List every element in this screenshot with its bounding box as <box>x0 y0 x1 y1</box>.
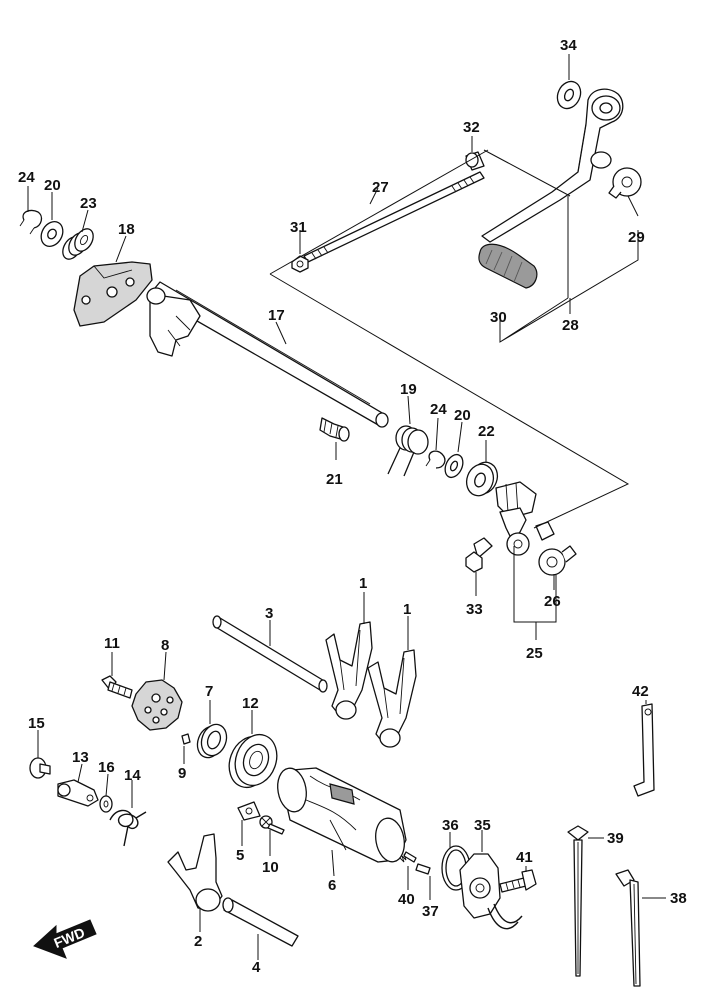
callout-5: 5 <box>236 847 244 864</box>
callout-14: 14 <box>124 767 141 784</box>
part-14-spring <box>109 809 147 847</box>
part-11-bolt <box>101 675 133 699</box>
callout-4: 4 <box>252 959 261 976</box>
callout-3: 3 <box>265 605 273 622</box>
part-20-washer <box>40 221 64 247</box>
part-3-fork-shaft <box>212 615 328 693</box>
callout-1b: 1 <box>403 601 411 618</box>
part-30-footrest-rubber <box>478 243 538 289</box>
part-5-cam-stopper <box>237 801 261 821</box>
arrow-down-left-icon <box>33 919 97 959</box>
part-17-gearshift-shaft <box>146 281 389 428</box>
callout-31: 31 <box>290 219 307 236</box>
callout-24: 24 <box>18 169 35 186</box>
callout-36: 36 <box>442 817 459 834</box>
callout-7: 7 <box>205 683 213 700</box>
callout-22: 22 <box>478 423 495 440</box>
callout-40: 40 <box>398 891 415 908</box>
part-39-cable-tie <box>567 825 589 977</box>
part-7-bearing <box>196 723 228 759</box>
part-29-lever-joint <box>608 167 642 199</box>
callout-23: 23 <box>80 195 97 212</box>
callout-29: 29 <box>628 229 645 246</box>
part-35-gear-position-switch <box>459 853 523 930</box>
part-1-shift-fork-2 <box>367 649 417 748</box>
part-22-oil-seal <box>465 461 499 497</box>
part-40-spring <box>399 851 417 863</box>
part-16-washer <box>99 795 113 813</box>
part-8-gearshift-cam-plate <box>131 679 183 731</box>
callout-39: 39 <box>607 830 624 847</box>
callout-35: 35 <box>474 817 491 834</box>
part-20-washer-2 <box>444 453 464 479</box>
part-41-bolt <box>499 869 537 893</box>
part-21-bolt <box>319 417 350 442</box>
callout-42: 42 <box>632 683 649 700</box>
callout-30: 30 <box>490 309 507 326</box>
part-31-nut <box>291 255 309 273</box>
part-24-circlip <box>19 209 43 235</box>
callout-20b: 20 <box>454 407 471 424</box>
part-32-spacer <box>465 151 485 171</box>
part-15-bolt <box>29 757 51 779</box>
part-4-fork-shaft <box>222 897 299 947</box>
callout-13: 13 <box>72 749 89 766</box>
callout-24b: 24 <box>430 401 447 418</box>
callout-38: 38 <box>670 890 687 907</box>
callout-10: 10 <box>262 859 279 876</box>
part-18-gearshift-arm <box>73 261 153 327</box>
part-42-clamp <box>633 703 655 797</box>
callout-2: 2 <box>194 933 202 950</box>
part-33-bolt <box>465 537 493 573</box>
leader-lines <box>27 54 666 960</box>
callout-12: 12 <box>242 695 259 712</box>
callout-1: 1 <box>359 575 367 592</box>
part-25-gearshift-link <box>495 481 555 541</box>
callout-25: 25 <box>526 645 543 662</box>
part-19-return-spring <box>387 425 429 477</box>
callout-15: 15 <box>28 715 45 732</box>
callout-27: 27 <box>372 179 389 196</box>
part-10-screw <box>259 815 285 835</box>
part-24-circlip-2 <box>425 450 446 469</box>
callout-17: 17 <box>268 307 285 324</box>
part-1-shift-fork <box>325 621 373 720</box>
part-37-pin <box>415 863 431 875</box>
callout-33: 33 <box>466 601 483 618</box>
callout-6: 6 <box>328 877 336 894</box>
part-28-gearshift-lever <box>481 88 624 243</box>
callout-41: 41 <box>516 849 533 866</box>
callout-8: 8 <box>161 637 169 654</box>
callout-28: 28 <box>562 317 579 334</box>
callout-34: 34 <box>560 37 577 54</box>
part-13-stopper-arm <box>57 779 99 807</box>
callout-20: 20 <box>44 177 61 194</box>
callout-16: 16 <box>98 759 115 776</box>
part-6-gearshift-cam <box>277 767 407 863</box>
callout-26: 26 <box>544 593 561 610</box>
callout-9: 9 <box>178 765 186 782</box>
part-12-bearing <box>228 733 278 789</box>
callout-18: 18 <box>118 221 135 238</box>
part-2-shift-fork <box>167 833 223 912</box>
callout-37: 37 <box>422 903 439 920</box>
part-26-rod-end-joint <box>506 532 577 576</box>
callout-19: 19 <box>400 381 417 398</box>
part-9-pin <box>181 733 191 745</box>
part-23-spring <box>62 228 94 260</box>
part-number-callouts: 34 32 24 20 27 23 18 31 29 30 28 17 19 2… <box>18 37 687 976</box>
part-34-washer <box>556 80 582 110</box>
callout-11: 11 <box>104 635 120 652</box>
fwd-label: FWD <box>52 924 88 951</box>
callout-21: 21 <box>326 471 343 488</box>
callout-32: 32 <box>463 119 480 136</box>
part-38-cable-tie <box>615 869 641 987</box>
fwd-direction-arrow: FWD <box>33 919 97 959</box>
part-27-shift-rod <box>303 171 485 263</box>
